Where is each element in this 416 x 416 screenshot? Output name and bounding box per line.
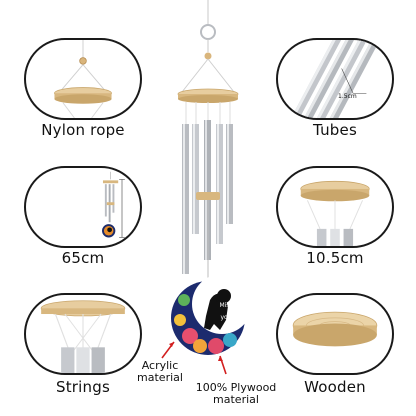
diameter-panel [276, 166, 394, 248]
acrylic-material-label: Acrylic material [137, 359, 183, 384]
tubes-label: Tubes [313, 121, 357, 139]
material-arrows [161, 341, 227, 375]
nylon-rope-panel [24, 38, 142, 120]
pendant-caption: Miss you [219, 302, 233, 321]
length-label: 65cm [61, 249, 105, 267]
strings-panel [24, 293, 142, 375]
wooden-ring-with-rope-icon [54, 40, 112, 118]
wooden-panel [276, 293, 394, 375]
wooden-label: Wooden [304, 378, 366, 396]
wooden-ring-diameter-icon [300, 180, 370, 246]
full-chime-length-icon [102, 171, 125, 238]
nylon-rope-label: Nylon rope [41, 121, 125, 139]
strings-and-tubes-icon [40, 300, 126, 373]
wind-chime-product-image [171, 0, 252, 355]
tubes-panel: 1.5cm [276, 38, 394, 120]
strings-label: Strings [56, 378, 110, 396]
diameter-label: 10.5cm [306, 249, 364, 267]
dog-on-moon-pendant-icon [171, 274, 252, 355]
tube-diameter-label: 1.5cm [338, 93, 357, 100]
plywood-material-label: 100% Plywood material [195, 381, 277, 406]
length-panel [24, 166, 142, 248]
wooden-disc-icon [292, 311, 378, 347]
aluminum-tubes-icon [288, 40, 383, 118]
